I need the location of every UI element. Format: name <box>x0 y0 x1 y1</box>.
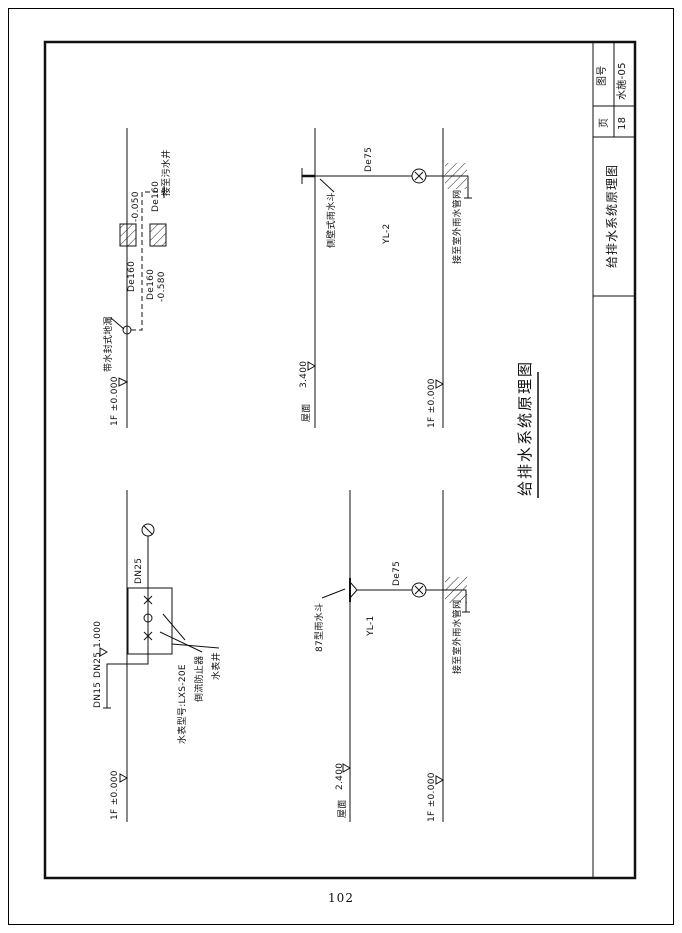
label-yl1-roof: 屋面 <box>338 799 348 818</box>
label-yl2-hopper: 侧壁式雨水斗 <box>327 192 337 248</box>
title-block-fig-no: 水施-05 <box>617 62 628 100</box>
valve-symbol <box>143 631 153 641</box>
label-de160-2: De160 <box>127 260 137 292</box>
elevation-marker <box>99 647 109 657</box>
label-yl2-floor-1f: 1F ±0.000 <box>427 378 437 428</box>
rain-riser-yl1-diagram <box>321 490 470 822</box>
label-dn15: DN15 <box>93 681 103 708</box>
label-yl1-riser-id: YL-1 <box>366 615 376 636</box>
main-title: 给排水系统原理图 <box>516 359 534 496</box>
elevation-marker <box>342 763 352 773</box>
sheet-outer-border <box>8 8 674 925</box>
rain-hopper-symbol <box>349 581 358 599</box>
label-elev-minus-0580: -0.580 <box>157 271 167 302</box>
elevation-marker <box>435 775 445 785</box>
label-yl1-pipe-dia: De75 <box>392 560 402 586</box>
label-de160-1: De160 <box>151 180 161 212</box>
label-yl1-floor-1f: 1F ±0.000 <box>427 772 437 822</box>
elevation-marker <box>435 379 445 389</box>
title-block-lines <box>592 42 635 878</box>
elevation-marker <box>307 361 317 371</box>
ground-hatch <box>445 577 467 603</box>
label-dn25: DN25 <box>93 651 103 678</box>
label-drain-floor-1f: 1F ±0.000 <box>110 376 120 426</box>
label-yl1-hopper: 87型雨水斗 <box>315 602 325 652</box>
label-yl2-roof-elev: 3.400 <box>299 360 309 388</box>
label-to-sewage-well: 接至污水井 <box>162 149 172 196</box>
rain-riser-yl2-diagram <box>301 128 472 428</box>
wall-hatch <box>149 223 167 247</box>
drain-riser-diagram <box>110 128 167 428</box>
elevation-marker <box>118 377 129 387</box>
label-meter-model: 水表型号:LXS-20E <box>178 664 188 744</box>
label-dn25-top: DN25 <box>134 557 144 584</box>
title-block-sheet-title: 给排水系统原理图 <box>605 163 619 268</box>
label-yl2-to-network: 接至室外雨水管网 <box>453 189 463 264</box>
label-meter-pit: 水表井 <box>212 652 222 680</box>
title-block-fig-no-label: 图号 <box>597 65 608 86</box>
drawing-frame <box>43 40 637 880</box>
label-yl1-to-network: 接至室外雨水管网 <box>453 599 463 674</box>
label-yl1-roof-elev: 2.400 <box>335 762 345 790</box>
label-yl2-pipe-dia: De75 <box>364 146 374 172</box>
water-supply-diagram <box>99 490 220 822</box>
meter-pit-box <box>127 587 173 655</box>
label-floor-drain: 带水封式地漏 <box>104 316 114 372</box>
label-de160-3: De160 <box>146 268 156 300</box>
label-yl2-riser-id: YL-2 <box>382 223 392 244</box>
label-elev-1000: 1.000 <box>93 620 103 648</box>
title-block-page-no: 18 <box>617 116 628 130</box>
elevation-marker <box>119 773 129 783</box>
label-supply-floor-1f: 1F ±0.000 <box>110 770 120 820</box>
ground-hatch <box>445 163 467 189</box>
title-block-page-label: 页 <box>599 117 610 128</box>
meter-symbol <box>143 613 153 623</box>
label-yl2-roof: 屋面 <box>302 403 312 422</box>
label-backflow-preventer: 倒流防止器 <box>195 655 205 702</box>
wall-hatch <box>119 223 137 247</box>
valve-symbol <box>143 595 153 605</box>
page-number: 102 <box>328 891 354 905</box>
label-elev-minus-0050: -0.050 <box>131 191 141 222</box>
